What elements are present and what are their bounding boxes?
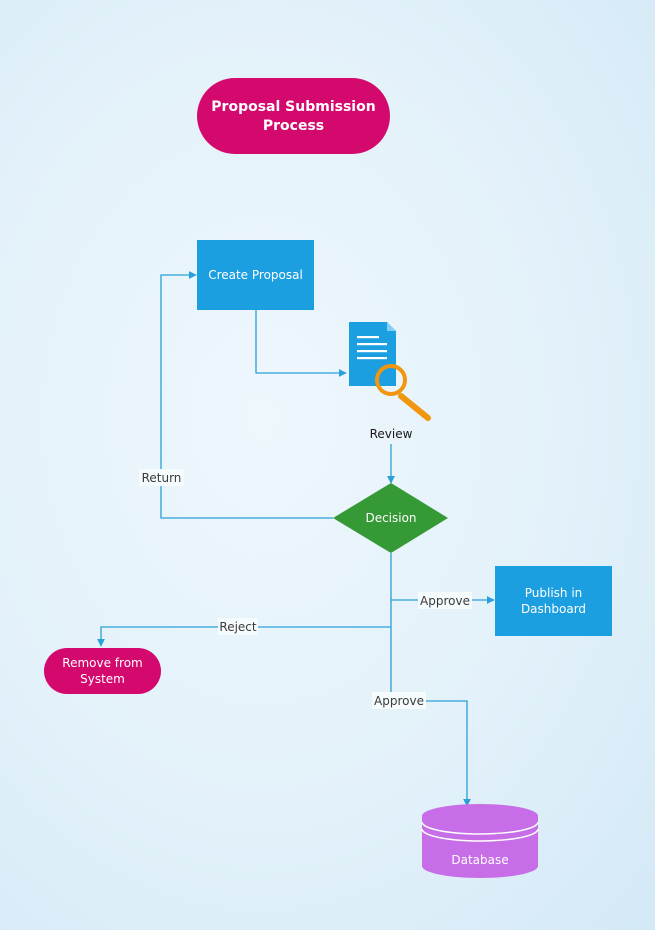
edge-label-return: Return	[139, 469, 184, 486]
decision-shape	[333, 483, 448, 553]
edge-approve-database[interactable]	[391, 700, 471, 807]
document-search-icon	[349, 322, 431, 421]
publish-dashboard-shape	[495, 566, 612, 636]
database-ring	[421, 828, 539, 842]
edge-label-reject: Reject	[218, 618, 258, 635]
database-body	[422, 816, 538, 878]
publish-label-line-2: Dashboard	[521, 602, 586, 616]
remove-label-line-2: System	[80, 672, 125, 686]
title-terminator-shape	[197, 78, 390, 154]
review-node[interactable]: Review	[349, 322, 431, 441]
title-terminator[interactable]: Proposal Submission Process	[197, 78, 390, 154]
edge-label-approve-publish: Approve	[418, 592, 472, 609]
create-proposal-node[interactable]: Create Proposal	[197, 240, 314, 310]
database-ring	[421, 821, 539, 835]
edge-return[interactable]	[160, 271, 333, 519]
remove-system-node[interactable]: Remove from System	[44, 648, 161, 694]
title-line-2: Process	[263, 118, 324, 134]
title-line-1: Proposal Submission	[211, 99, 375, 115]
document-shape	[349, 322, 396, 386]
edge-label-approve-database-text: Approve	[374, 694, 424, 708]
edge-label-approve-publish-text: Approve	[420, 594, 470, 608]
database-label: Database	[451, 853, 508, 867]
publish-label-line-1: Publish in	[525, 586, 583, 600]
document-line	[357, 357, 387, 360]
document-line	[357, 336, 379, 339]
create-proposal-shape	[197, 240, 314, 310]
document-line	[357, 350, 387, 353]
decision-label: Decision	[365, 511, 416, 525]
magnifier-lens	[375, 364, 407, 396]
database-top	[422, 804, 538, 828]
decision-node[interactable]: Decision	[333, 483, 448, 553]
edge-label-return-text: Return	[142, 471, 182, 485]
create-proposal-label: Create Proposal	[208, 268, 303, 282]
edge-create-to-review[interactable]	[255, 310, 347, 377]
remove-label-line-1: Remove from	[62, 656, 142, 670]
review-label: Review	[370, 427, 413, 441]
database-node[interactable]: Database	[421, 804, 539, 878]
edge-reject[interactable]	[97, 626, 391, 647]
edge-label-approve-database: Approve	[372, 692, 426, 709]
remove-system-shape	[44, 648, 161, 694]
document-fold	[387, 322, 396, 331]
magnifier-handle	[398, 393, 431, 421]
edge-label-reject-text: Reject	[219, 620, 256, 634]
document-line	[357, 343, 387, 346]
publish-dashboard-node[interactable]: Publish in Dashboard	[495, 566, 612, 636]
